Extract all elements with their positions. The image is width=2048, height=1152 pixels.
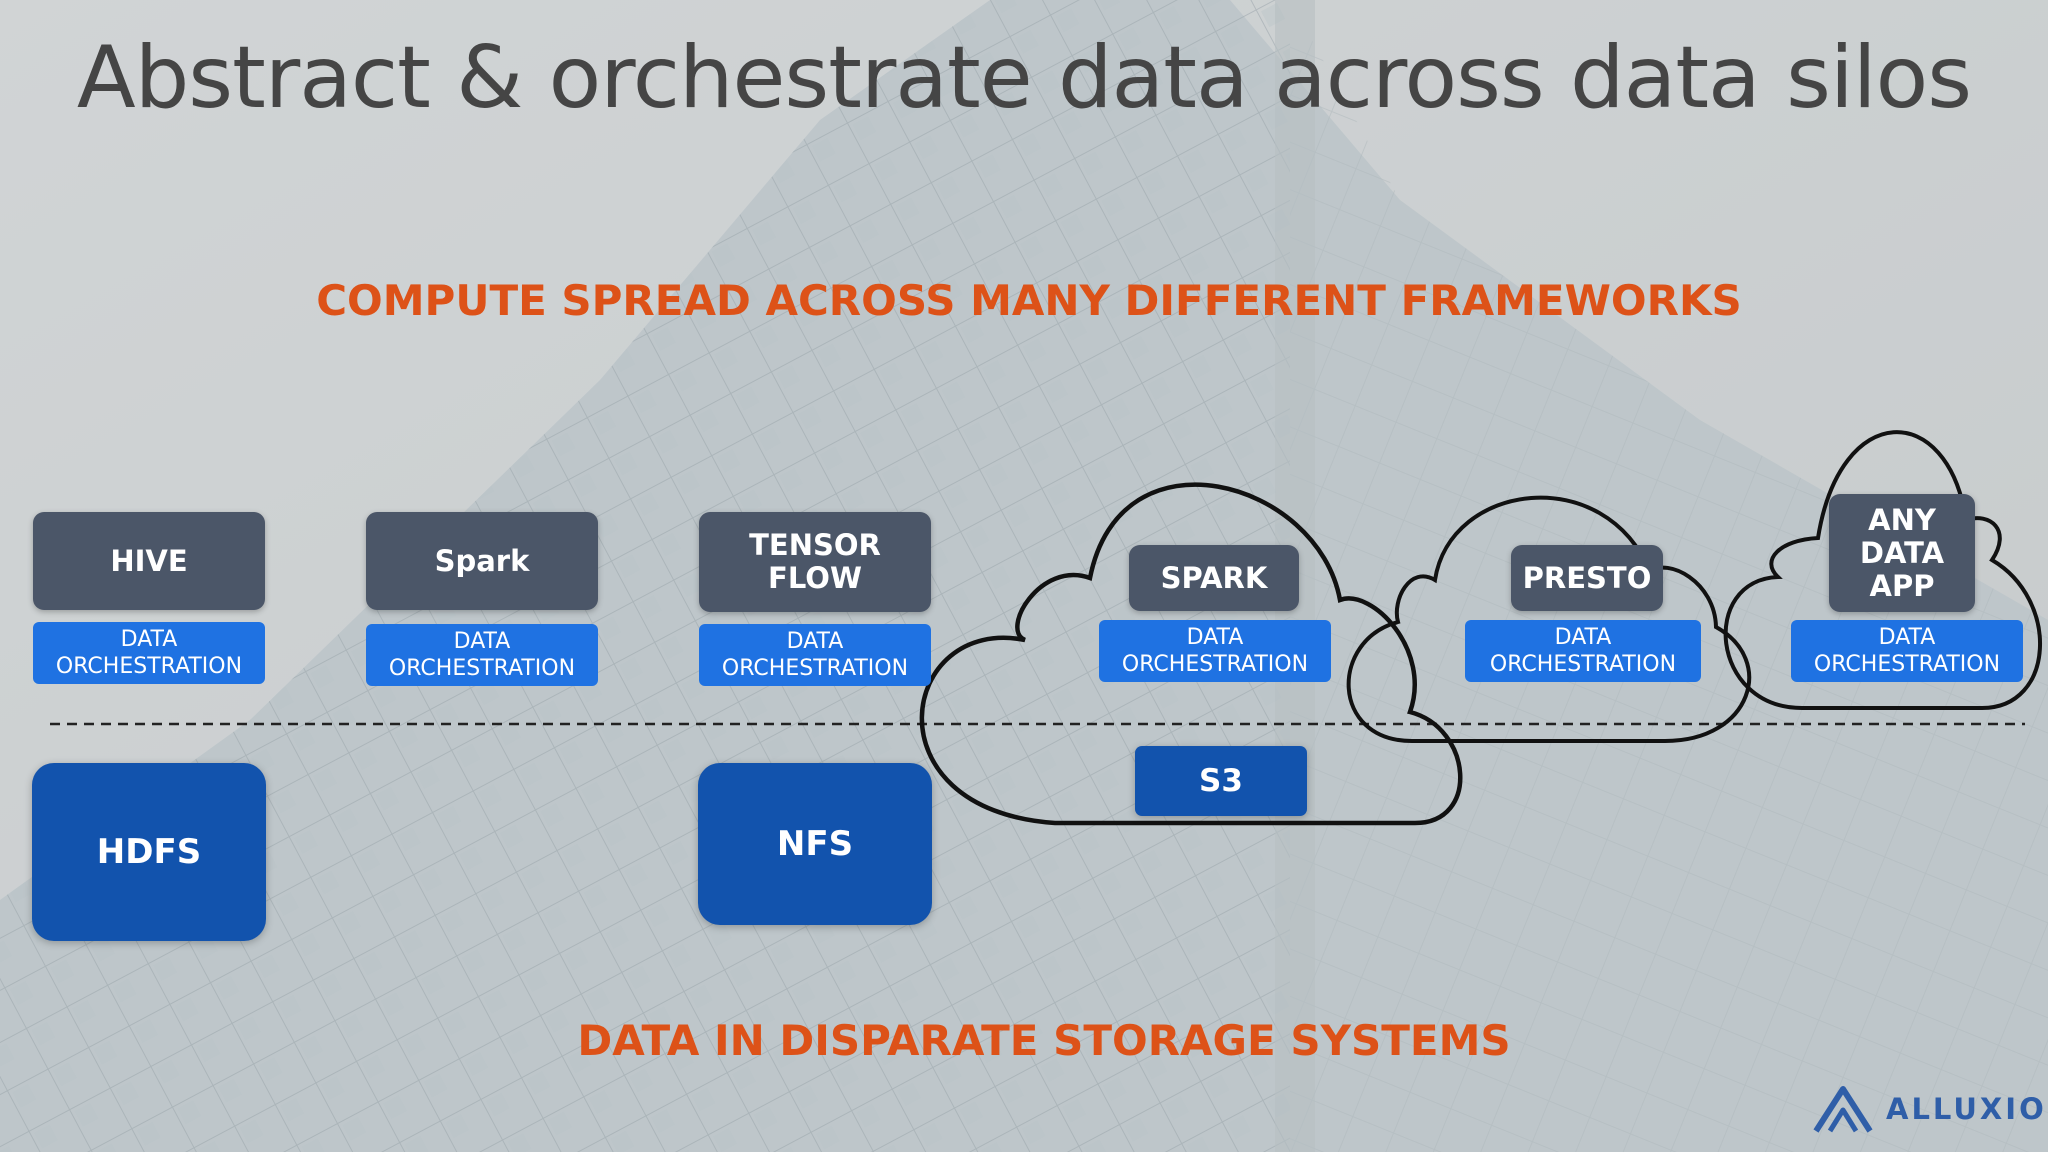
storage-heading: DATA IN DISPARATE STORAGE SYSTEMS [577,1016,1511,1065]
alluxio-logo-icon [1813,1086,1873,1133]
hive-box: HIVE [33,512,265,610]
alluxio-logo: ALLUXIO [1812,1085,2047,1133]
orchestration-box-hive: DATA ORCHESTRATION [33,622,265,684]
orchestration-box-any-data-app: DATA ORCHESTRATION [1791,620,2023,682]
s3-storage-box: S3 [1135,746,1307,816]
orchestration-line1: DATA [1186,625,1244,650]
orchestration-line2: ORCHESTRATION [1813,652,2001,677]
orchestration-box-spark-cloud: DATA ORCHESTRATION [1099,620,1331,682]
orchestration-line2: ORCHESTRATION [55,654,243,679]
presto-box: PRESTO [1511,545,1663,611]
hdfs-storage-box: HDFS [32,763,266,941]
hdfs-label: HDFS [96,832,202,872]
orchestration-box-presto: DATA ORCHESTRATION [1465,620,1701,682]
orchestration-line1: DATA [1878,625,1936,650]
tensorflow-label: TENSOR FLOW [749,528,881,595]
orchestration-line1: DATA [1554,625,1612,650]
orchestration-box-tensorflow: DATA ORCHESTRATION [699,624,931,686]
orchestration-line1: DATA [786,629,844,654]
hive-label: HIVE [110,543,188,578]
compute-heading: COMPUTE SPREAD ACROSS MANY DIFFERENT FRA… [316,276,1742,325]
nfs-label: NFS [776,824,854,864]
s3-label: S3 [1199,763,1243,799]
any-data-app-box: ANY DATA APP [1829,494,1975,612]
spark-cloud-label: SPARK [1160,560,1268,595]
alluxio-logo-text: ALLUXIO [1886,1092,2047,1126]
spark-label: Spark [434,543,530,578]
presto-label: PRESTO [1522,560,1652,595]
spark-cloud-box: SPARK [1129,545,1299,611]
orchestration-line2: ORCHESTRATION [1489,652,1677,677]
orchestration-line1: DATA [453,629,511,654]
orchestration-line1: DATA [120,627,178,652]
nfs-storage-box: NFS [698,763,932,925]
orchestration-box-spark: DATA ORCHESTRATION [366,624,598,686]
orchestration-line2: ORCHESTRATION [721,656,909,681]
any-data-app-label: ANY DATA APP [1859,502,1945,603]
orchestration-line2: ORCHESTRATION [388,656,576,681]
orchestration-line2: ORCHESTRATION [1121,652,1309,677]
spark-box: Spark [366,512,598,610]
tensorflow-box: TENSOR FLOW [699,512,931,612]
slide-title: Abstract & orchestrate data across data … [76,28,1972,128]
